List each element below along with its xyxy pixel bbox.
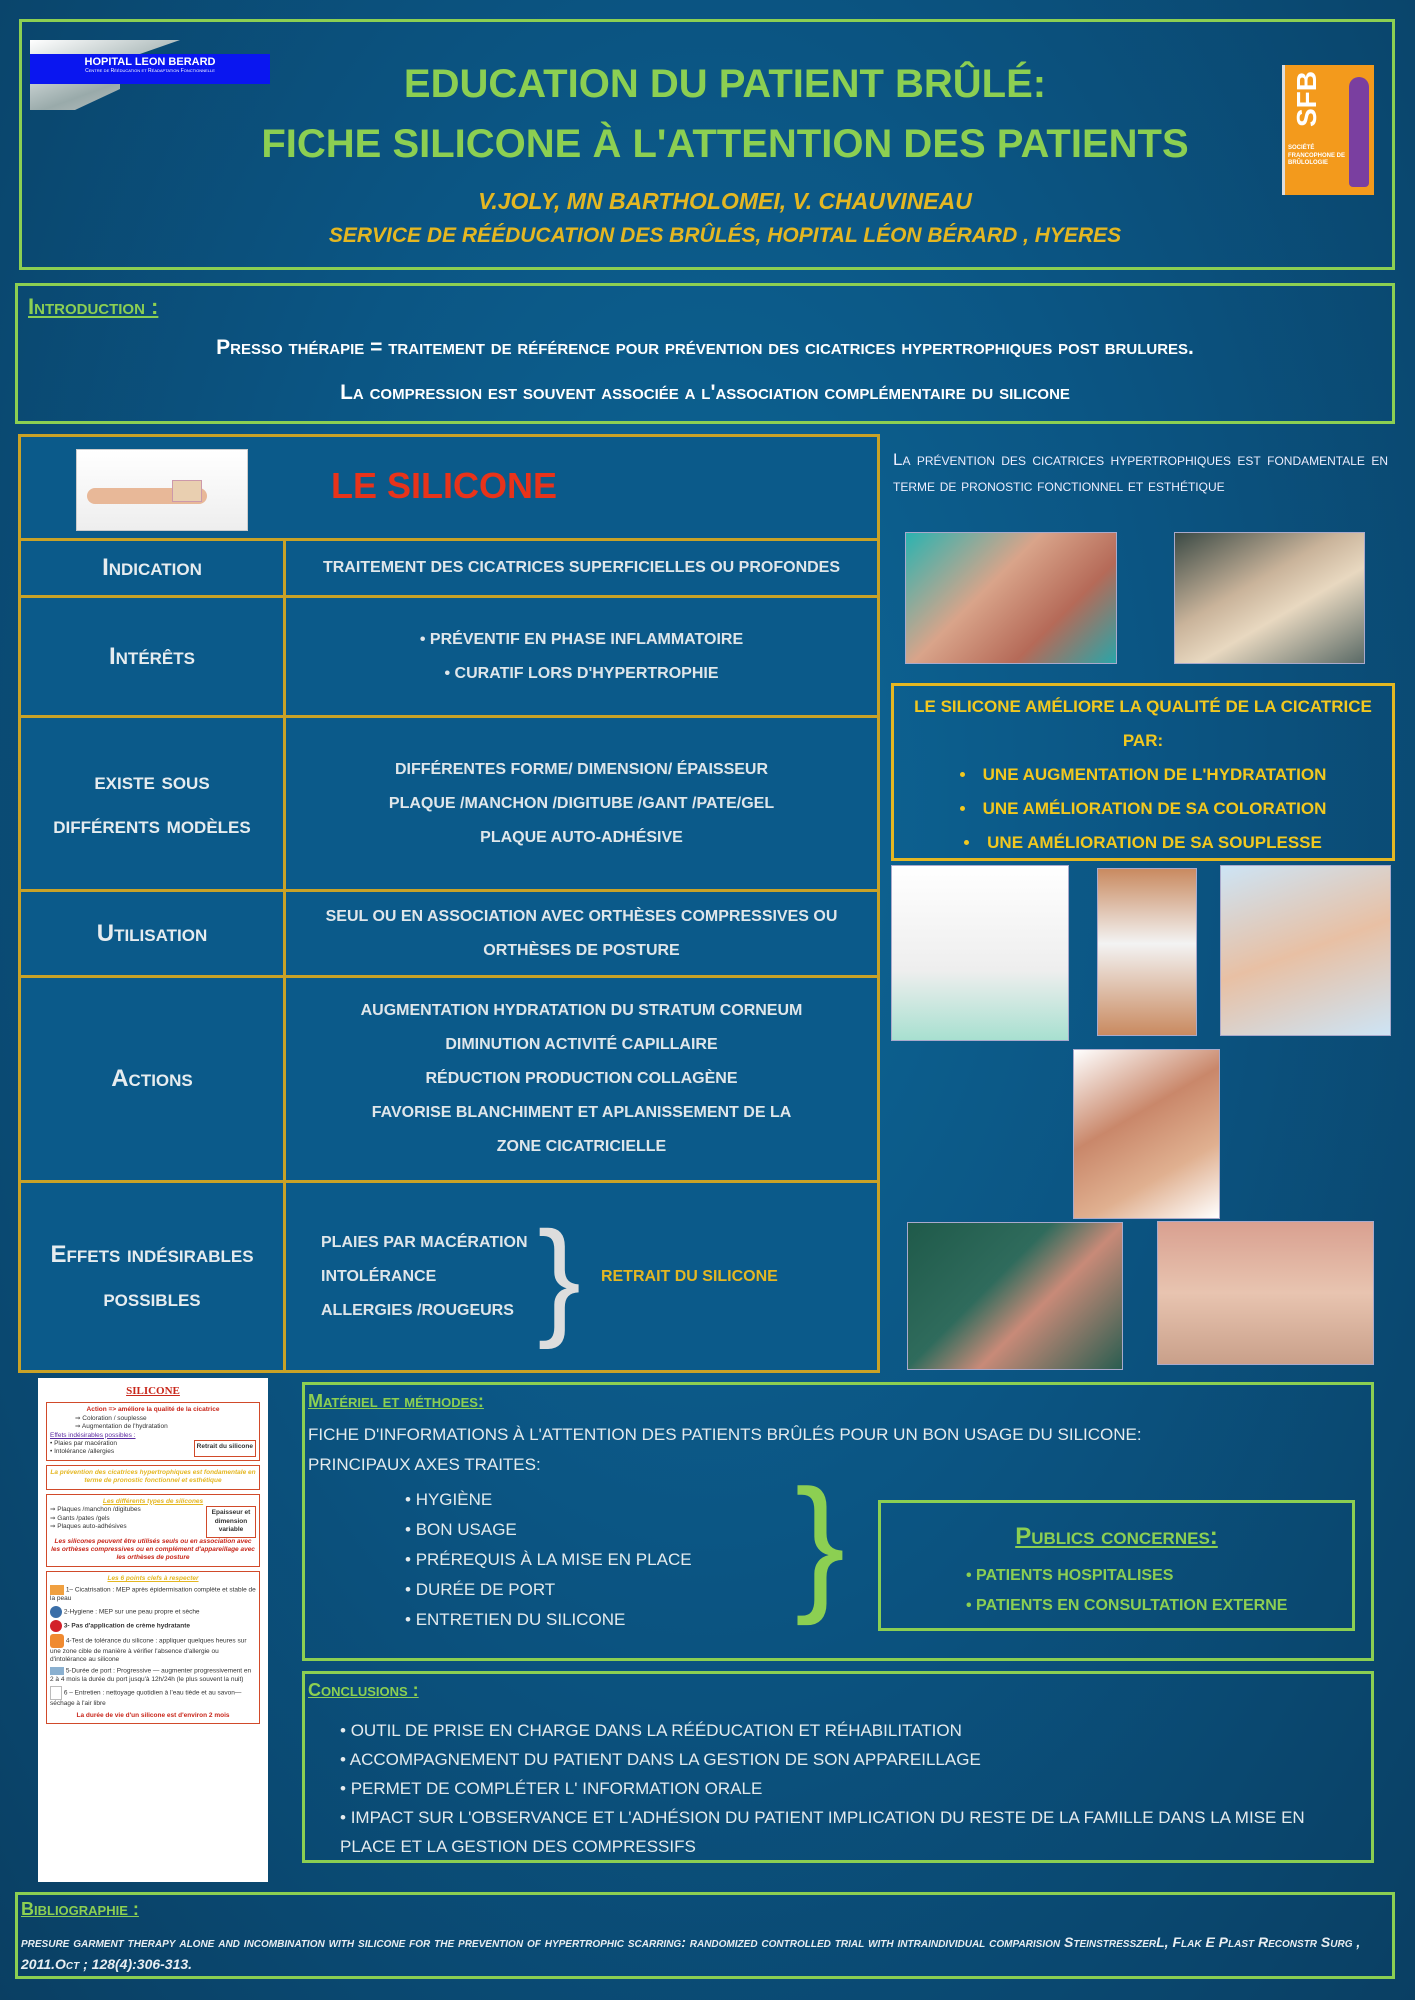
palm-silicone-photo [907,1222,1123,1370]
intro-line-1: Presso thérapie = traitement de référenc… [216,336,1194,359]
conclusions-section: Conclusions : Outil de prise en charge d… [302,1671,1374,1863]
logo-subtitle: Centre de Rééducation et Réadaptation Fo… [85,68,215,74]
microscope-icon [50,1633,64,1648]
washing-icon [50,1686,62,1701]
authors: V.JOLY, MN BARTHOLOMEI, V. CHAUVINEAU [478,188,972,214]
bibliography-reference: presure garment therapy alone and incomb… [21,1934,1361,1972]
silicone-sheet-photo [1174,532,1365,664]
table-title: LE SILICONE [331,465,558,506]
title-line-2: FICHE SILICONE À L'ATTENTION DES PATIENT… [261,122,1189,166]
table-row: Utilisationseul ou en association avec o… [21,889,877,975]
sfb-logo: SFB Société Francophone de Brûlologie [1282,65,1374,195]
right-brace-icon: } [537,1203,581,1350]
arm-with-silicone-photo [76,449,248,531]
bibliography-section: Bibliographie : presure garment therapy … [15,1892,1395,1979]
service: SERVICE DE RÉÉDUCATION DES BRÛLÉS, HOPIT… [328,224,1122,247]
methods-section: Matériel et méthodes: Fiche d'informatio… [302,1382,1374,1661]
hygiene-icon [50,1605,62,1618]
clock-icon [50,1666,64,1675]
no-entry-icon [50,1619,62,1632]
human-figure-icon [1349,77,1369,187]
table-row: existe sous différents modèlesdifférente… [21,715,877,889]
sfb-name: Société Francophone de Brûlologie [1288,145,1346,166]
table-row: Indicationtraitement des cicatrices supe… [21,538,877,595]
table-row: Actionsaugmentation hydratation du strat… [21,975,877,1180]
title-line-1: EDUCATION DU PATIENT BRÛLÉ: [403,62,1047,106]
introduction-section: Introduction : Presso thérapie = traitem… [15,283,1395,424]
logo-title: HOPITAL LEON BERARD [84,56,216,68]
sfb-acronym: SFB [1291,71,1322,127]
scar-icon [50,1585,64,1596]
patient-info-sheet: SILICONE Action => améliore la qualité d… [38,1378,268,1882]
burned-hand-photo [905,532,1117,664]
table-row: Effets indésirables possibles plaies par… [21,1180,877,1370]
silicone-glove-photo [891,865,1069,1041]
intro-line-2: La compression est souvent associée a l'… [340,381,1070,404]
outcome-text: retrait du silicone [600,1267,778,1285]
table-row: Intérêts• préventif en phase inflammatoi… [21,595,877,715]
digitube-photo [1220,865,1391,1036]
silicone-quality-box: Le silicone améliore la qualité de la ci… [891,683,1395,861]
prevention-text: La prévention des cicatrices hypertrophi… [893,450,1388,495]
poster-header [19,19,1395,270]
face-compression-photo [1157,1221,1374,1365]
silicone-table: LE SILICONE Indicationtraitement des cic… [18,434,880,1373]
hospital-logo: HOPITAL LEON BERARD Centre de Rééducatio… [30,40,270,110]
publics-box: Publics concernes: • patients hospitalis… [878,1500,1355,1631]
finger-silicone-photo [1097,868,1197,1036]
introduction-heading: Introduction : [28,294,159,319]
right-brace-icon: } [795,1458,846,1626]
hand-silicone-plate-photo [1073,1049,1220,1219]
